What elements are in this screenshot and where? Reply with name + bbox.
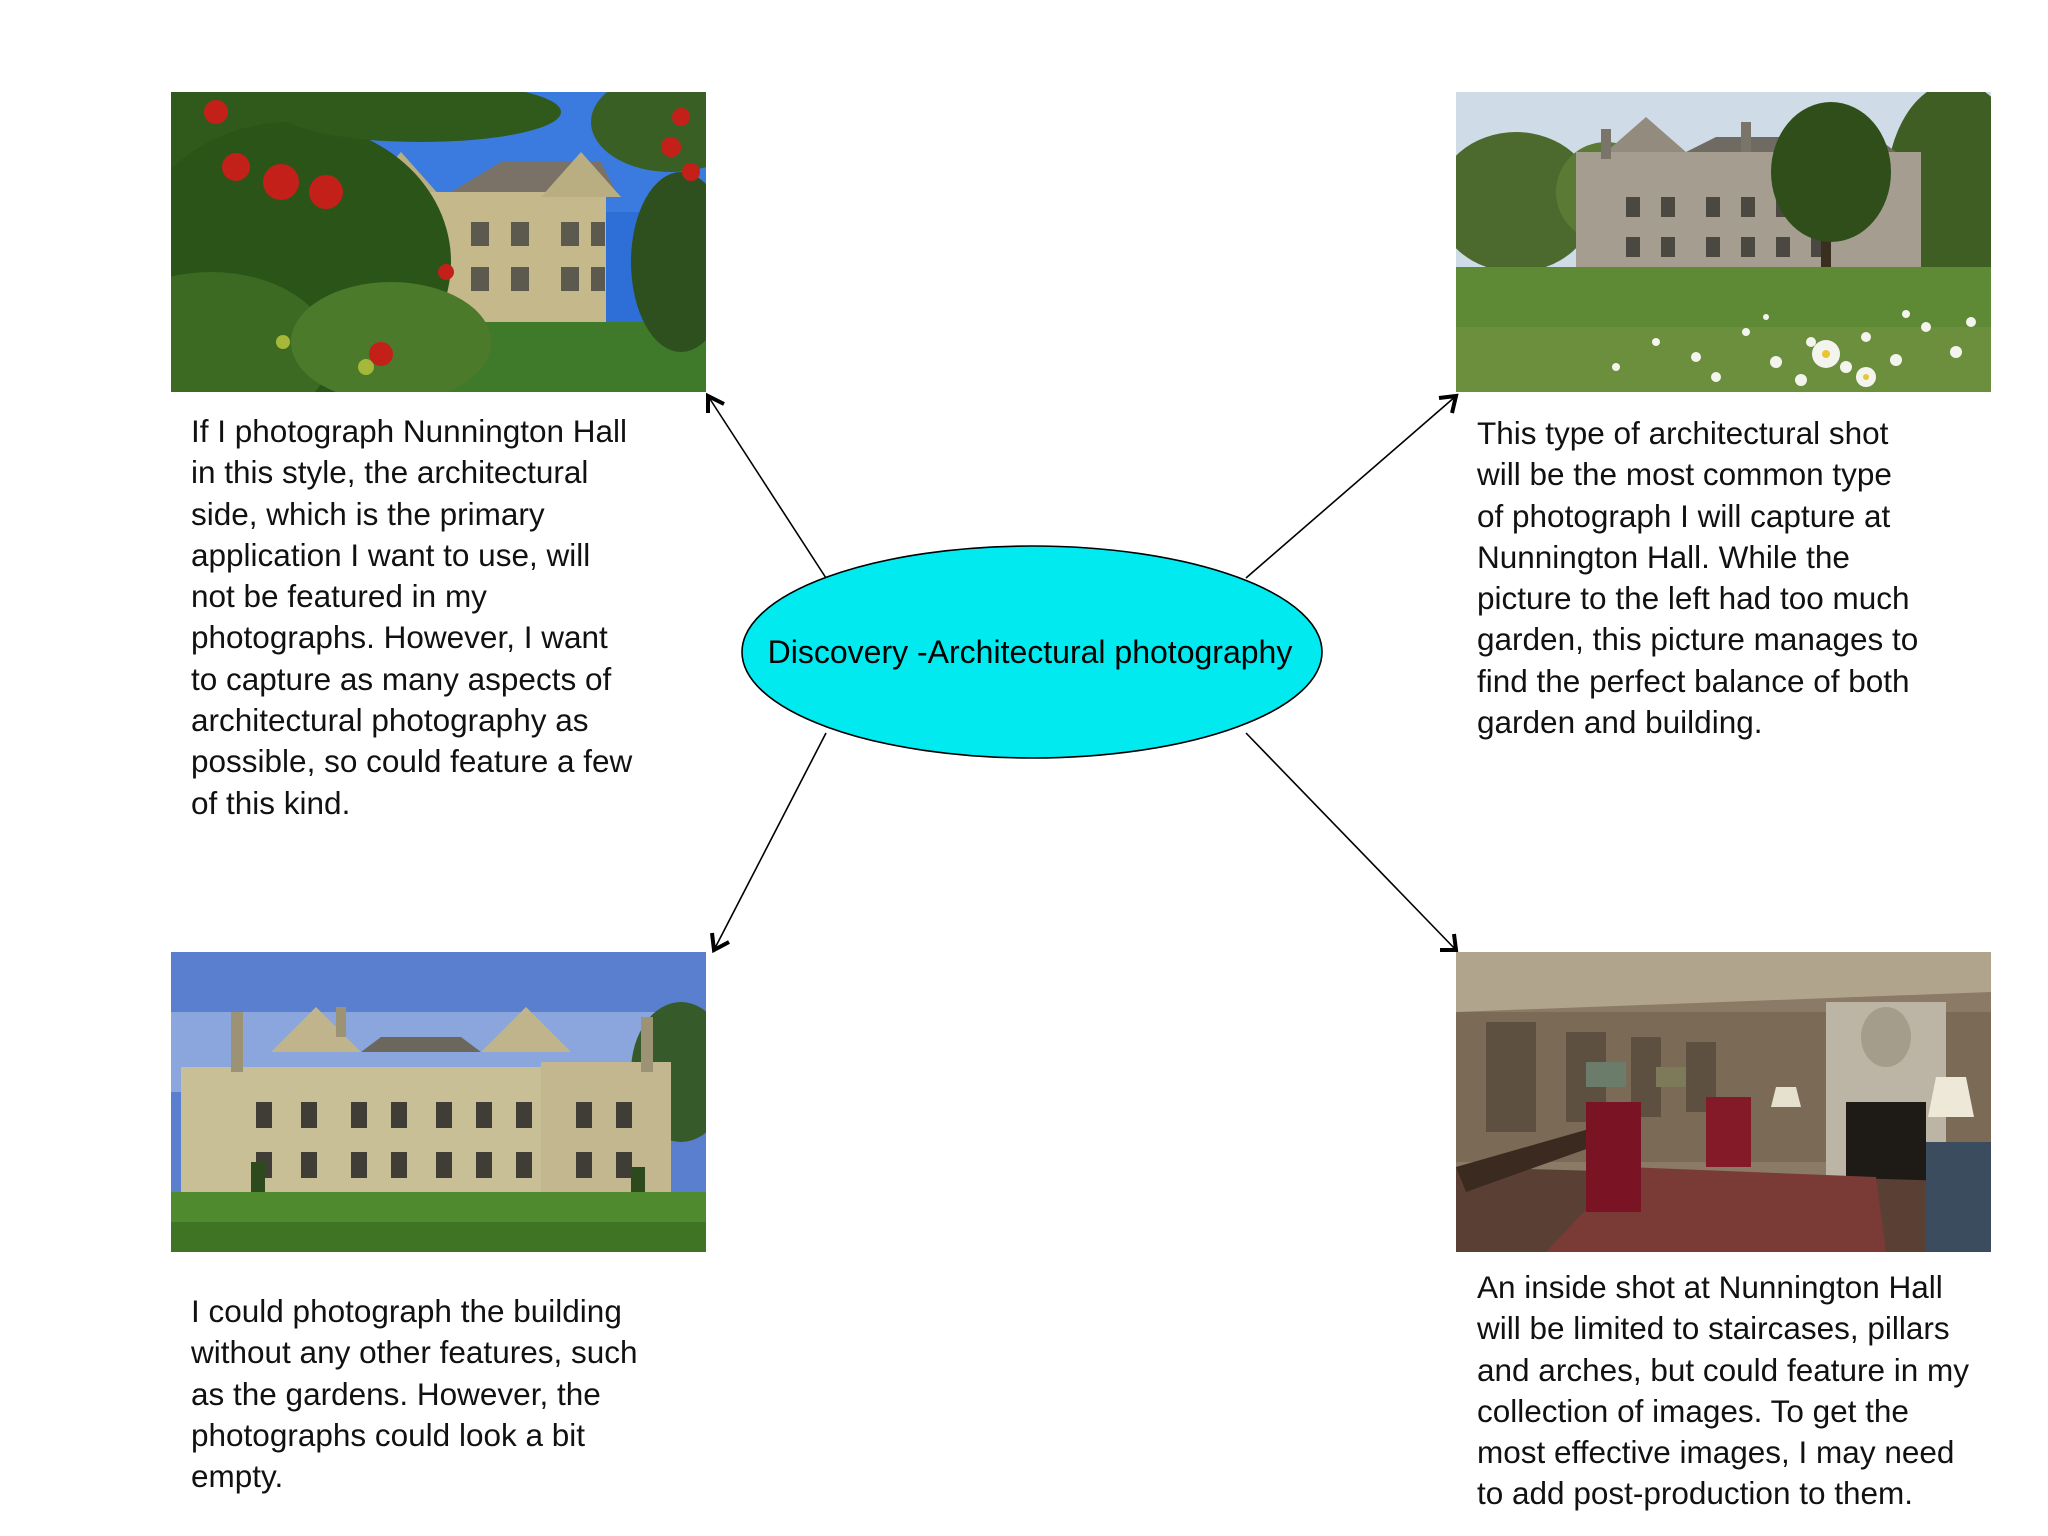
caption-line: photographs could look a bit	[191, 1416, 586, 1453]
caption-line: picture to the left had too much	[1477, 580, 1910, 617]
arrowhead-bottom-left	[710, 932, 730, 954]
connector-bottom-right	[1245, 732, 1457, 951]
connector-top-right	[1245, 395, 1457, 579]
caption-line: to add post-production to them.	[1477, 1475, 1914, 1512]
caption-line: as the gardens. However, the	[191, 1375, 601, 1412]
caption-line: If I photograph Nunnington Hall	[191, 413, 628, 449]
caption-line: will be limited to staircases, pillars	[1477, 1310, 1950, 1347]
arrowhead-top-right	[1438, 393, 1459, 414]
caption-line: An inside shot at Nunnington Hall	[1477, 1269, 1943, 1305]
orchard-hall-photo	[171, 92, 706, 392]
arrowhead-top-left	[706, 392, 725, 413]
caption-line: Nunnington Hall. While the	[1477, 538, 1850, 575]
caption-line: This type of architectural shot	[1477, 415, 1889, 451]
caption-line: to capture as many aspects of	[191, 660, 612, 697]
caption-line: of this kind.	[191, 784, 351, 821]
caption-line: garden and building.	[1477, 704, 1763, 741]
hall-facade-photo	[171, 952, 706, 1252]
caption-top-right: This type of architectural shot will be t…	[1477, 413, 1918, 743]
caption-line: application I want to use, will	[191, 536, 591, 573]
connector-bottom-left	[713, 732, 827, 951]
caption-line: empty.	[191, 1458, 284, 1495]
caption-top-left: If I photograph Nunnington Hall in this s…	[191, 411, 632, 824]
caption-bottom-right: An inside shot at Nunnington Hall will be…	[1477, 1267, 1969, 1515]
caption-line: architectural photography as	[191, 702, 589, 739]
caption-line: most effective images, I may need	[1477, 1434, 1955, 1471]
caption-line: not be featured in my	[191, 578, 487, 615]
caption-line: photographs. However, I want	[191, 619, 608, 656]
caption-line: I could photograph the building	[191, 1293, 622, 1329]
caption-line: garden, this picture manages to	[1477, 621, 1919, 658]
caption-line: in this style, the architectural	[191, 454, 589, 491]
caption-line: and arches, but could feature in my	[1477, 1351, 1970, 1388]
connector-top-left	[707, 395, 827, 579]
arrowhead-bottom-right	[1440, 933, 1459, 952]
center-node-ellipse	[741, 545, 1323, 759]
caption-line: possible, so could feature a few	[191, 743, 633, 780]
caption-line: collection of images. To get the	[1477, 1392, 1909, 1429]
caption-line: will be the most common type	[1477, 456, 1892, 493]
caption-line: of photograph I will capture at	[1477, 497, 1891, 534]
caption-line: side, which is the primary	[191, 495, 545, 532]
caption-line: without any other features, such	[191, 1334, 638, 1371]
meadow-hall-photo	[1456, 92, 1991, 392]
caption-line: find the perfect balance of both	[1477, 662, 1910, 699]
caption-bottom-left: I could photograph the building without a…	[191, 1291, 638, 1497]
center-node-label: Discovery -Architectural photography	[767, 633, 1293, 670]
interior-hall-photo	[1456, 952, 1991, 1252]
